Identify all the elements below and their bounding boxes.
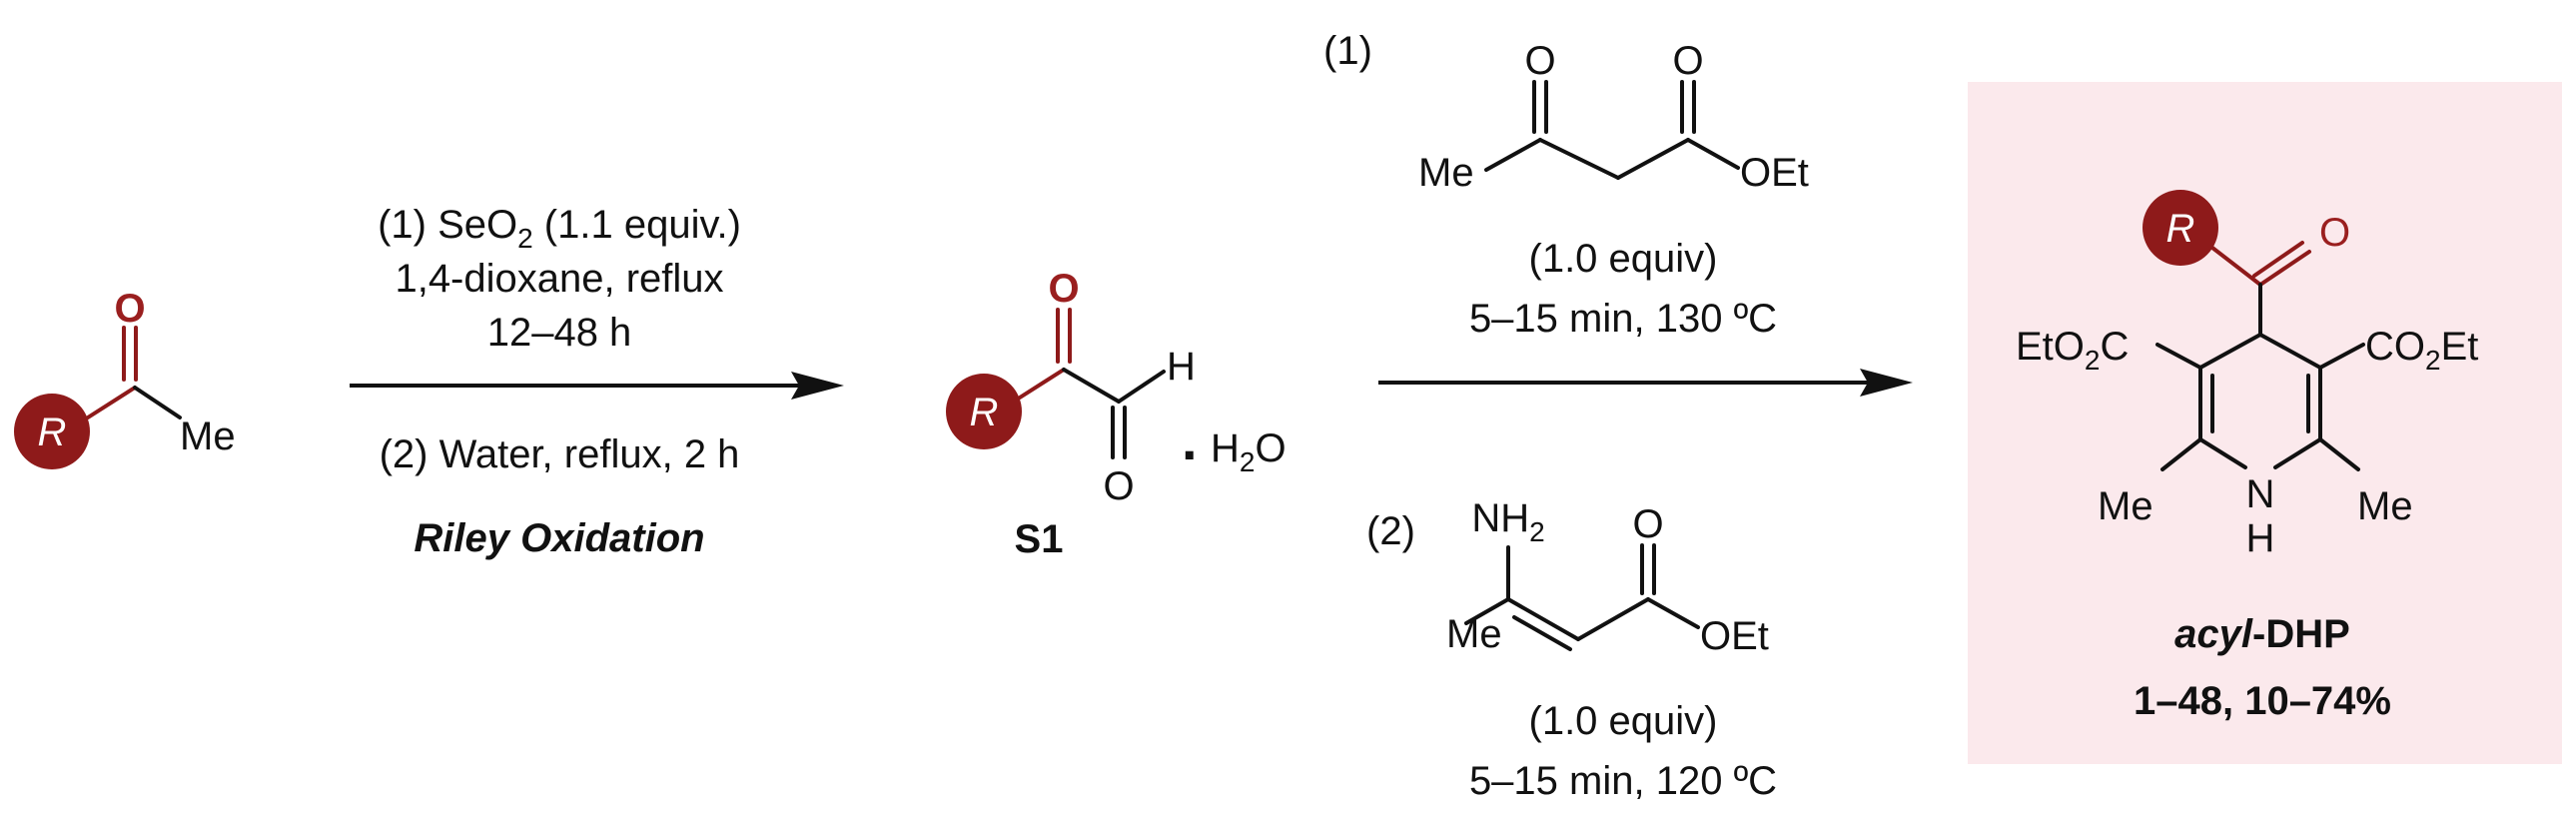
reagent1-oxygen2: O xyxy=(1672,39,1703,83)
aldehyde-oxygen: O xyxy=(1103,464,1134,508)
step2-arrowhead xyxy=(1860,369,1913,397)
reagent2-ethyl-aminocrotonate: (2) NH2 Me O OEt (1.0 equiv) 5–15 min, 1… xyxy=(1366,496,1777,803)
r-label: R xyxy=(38,411,67,454)
hydrate-dot: . xyxy=(1182,409,1198,471)
methyl-left: Me xyxy=(2098,484,2153,528)
reagent2-number: (2) xyxy=(1366,509,1415,553)
ketone-oxygen: O xyxy=(114,287,145,331)
reagent1-equiv: (1.0 equiv) xyxy=(1529,237,1718,281)
product-range: 1–48, 10–74% xyxy=(2134,679,2391,723)
reagent1-ethyl-acetoacetate: (1) Me O O OEt (1.0 equiv) 5–15 min, 130… xyxy=(1323,29,1809,341)
riley-oxidation-label: Riley Oxidation xyxy=(414,516,704,560)
r-group-circle xyxy=(2143,190,2218,266)
reagent2-equiv: (1.0 equiv) xyxy=(1529,699,1718,743)
acyl-oxygen: O xyxy=(2319,211,2350,255)
ring-nh-hydrogen: H xyxy=(2246,516,2275,560)
aldehyde-h: H xyxy=(1167,345,1196,389)
step1-arrowhead xyxy=(791,372,844,400)
intermediate-s1: R O H O . H2O S1 xyxy=(946,267,1287,561)
s1-label: S1 xyxy=(1015,517,1064,561)
step1-conditions: (1) SeO2 (1.1 equiv.) 1,4-dioxane, reflu… xyxy=(350,203,844,560)
reagent2-amine: NH2 xyxy=(1471,496,1544,547)
methyl-right: Me xyxy=(2357,484,2413,528)
r-group-circle xyxy=(946,374,1022,449)
starting-ketone: R O Me xyxy=(14,287,236,469)
reagent2-oet: OEt xyxy=(1700,614,1769,658)
ring-nitrogen: N xyxy=(2246,472,2275,516)
cond1-line1: (1) SeO2 (1.1 equiv.) xyxy=(378,203,741,254)
r-group-circle xyxy=(14,394,90,469)
cond1-line2: 1,4-dioxane, reflux xyxy=(395,257,723,301)
reagent1-number: (1) xyxy=(1323,29,1372,73)
r-label: R xyxy=(2166,207,2195,251)
right-ester: CO2Et xyxy=(2365,325,2478,376)
water-formula: H2O xyxy=(1211,426,1287,477)
product-acyl-dhp: R O N H EtO2C CO2Et Me Me acyl-DHP 1–48,… xyxy=(1968,82,2562,764)
reagent2-conditions: 5–15 min, 120 ºC xyxy=(1469,759,1777,803)
cond1-line4: (2) Water, reflux, 2 h xyxy=(380,432,740,476)
product-highlight-box xyxy=(1968,82,2562,764)
step2-arrow-group xyxy=(1378,369,1913,397)
reagent1-oet: OEt xyxy=(1740,151,1809,195)
methyl-label: Me xyxy=(180,414,236,458)
reagent1-oxygen1: O xyxy=(1524,39,1555,83)
reagent2-oxygen: O xyxy=(1632,502,1663,546)
left-ester: EtO2C xyxy=(2016,325,2129,376)
reagent1-conditions: 5–15 min, 130 ºC xyxy=(1469,297,1777,341)
keto-oxygen: O xyxy=(1048,267,1079,311)
product-name: acyl-DHP xyxy=(2174,612,2350,656)
reagent1-methyl: Me xyxy=(1418,151,1474,195)
cond1-line3: 12–48 h xyxy=(487,311,632,355)
r-label: R xyxy=(970,391,999,434)
